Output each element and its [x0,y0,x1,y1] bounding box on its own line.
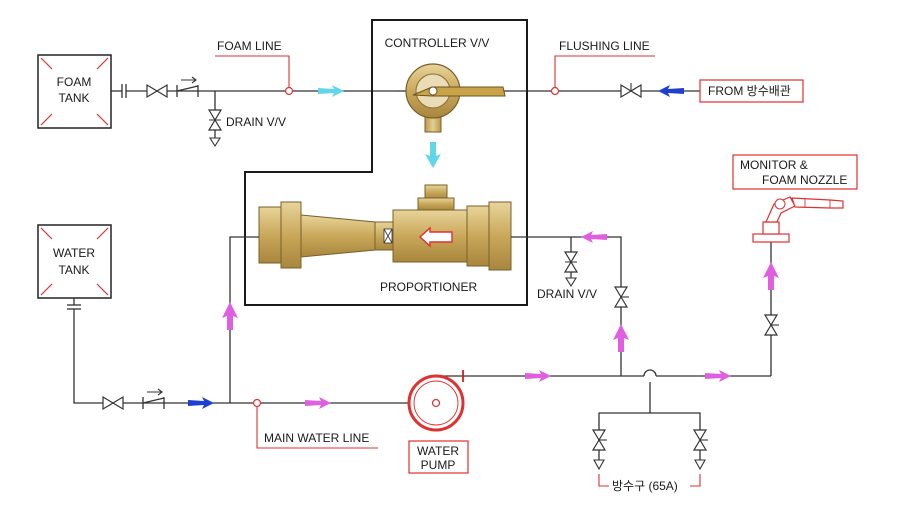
foam-line-label: FOAM LINE [217,39,282,53]
water-flow-arrow [305,397,331,409]
water-flow-arrow [705,370,731,382]
proportioner-label: PROPORTIONER [380,280,477,294]
main-water-line-callout [252,398,378,449]
water-pump-label: PUMP [421,458,456,472]
outlet-branch [591,382,708,471]
controller-label: CONTROLLER V/V [385,36,490,50]
gate-valve-icon [620,83,642,99]
water-flow-arrow-up [763,262,779,290]
monitor-label: FOAM NOZZLE [762,173,847,187]
monitor-nozzle-icon [752,196,844,243]
water-flow-arrow-up [613,324,629,352]
water-tank-label: TANK [58,263,89,277]
proportioner-enclosure [244,19,528,306]
flushing-line-label: FLUSHING LINE [559,39,650,53]
foam-flow-arrow [318,85,344,97]
water-pump-label: WATER [417,444,459,458]
check-valve-icon [176,76,199,97]
foam-tank-label: FOAM [57,75,92,89]
drain-valve-mid [563,237,579,288]
controller-valve-icon [395,63,506,133]
water-flow-arrow [525,370,551,382]
proportioner-inlet-pipe [229,236,259,403]
check-valve-icon [142,388,165,409]
monitor-box: MONITOR & FOAM NOZZLE [732,154,858,190]
supply-flow-arrow [658,85,684,97]
water-pump-box: WATER PUMP [408,440,469,474]
water-tank-label: WATER [53,246,95,260]
gate-valve-icon [102,395,124,411]
foam-tank-label: TANK [58,91,89,105]
water-supply-pipe [67,298,412,404]
from-supply-label: FROM 방수배관 [708,84,791,98]
water-tank: WATER TANK [37,224,112,299]
drain-valve-label: DRAIN V/V [226,115,286,129]
water-pump-icon [407,370,465,432]
supply-source-box: FROM 방수배관 [699,79,804,103]
water-flow-arrow-up [222,302,238,330]
flushing-line-callout [550,55,655,96]
main-water-line-label: MAIN WATER LINE [264,431,369,445]
supply-flow-arrow [188,397,214,409]
drain-valve-label: DRAIN V/V [537,287,597,301]
gate-valve-icon [763,314,779,336]
proportioner-icon [258,184,512,271]
monitor-label: MONITOR & [740,158,808,172]
foam-tank: FOAM TANK [37,54,112,129]
foam-line-callout [215,55,294,96]
foam-flow-arrow-down [425,142,441,168]
drain-valve-top [207,91,223,148]
outlet-label: 방수구 (65A) [612,479,678,493]
water-flow-arrow [581,231,607,243]
gate-valve-icon [146,83,168,99]
outlet-callout [598,474,701,487]
gate-valve-icon [613,286,629,308]
